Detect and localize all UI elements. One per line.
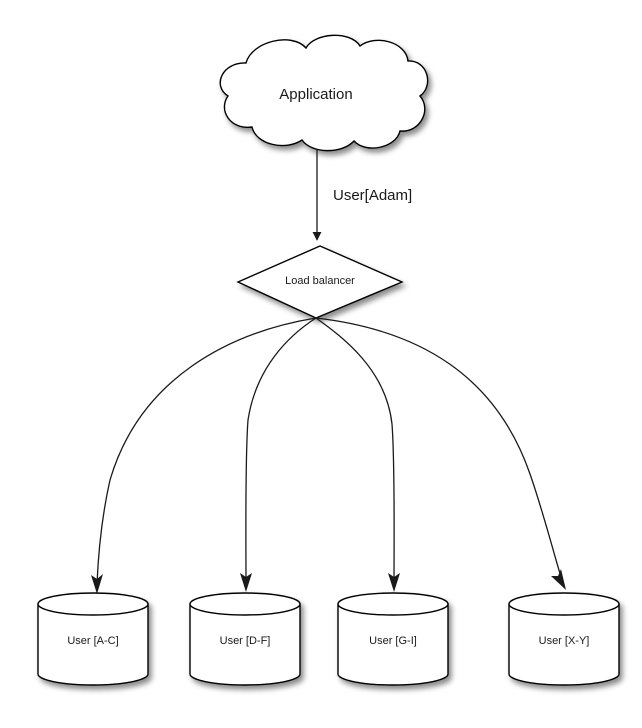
cylinder-top-3	[508, 592, 620, 616]
load-balancer-label: Load balancer	[285, 275, 355, 287]
node-application[interactable]: Application	[219, 34, 429, 152]
cylinder-body-3	[508, 603, 620, 686]
node-shard-0[interactable]: User [A-C]	[37, 592, 149, 686]
shard-label-1: User [D-F]	[220, 635, 271, 647]
cylinder-top-2	[337, 592, 449, 616]
cloud-shape	[219, 34, 429, 152]
edge-to-shard-0	[96, 317, 317, 585]
edge-to-shard-2-arrowhead	[388, 573, 400, 592]
edge-to-shard-0-arrowhead	[91, 574, 103, 594]
cylinder-body-0	[37, 603, 149, 686]
edge-to-shard-1-arrowhead	[240, 573, 252, 592]
edge-to-shard-3	[315, 317, 563, 581]
edge-application-to-load-balancer: User[Adam]	[312, 150, 412, 241]
edge-to-shard-3-arrowhead	[551, 569, 566, 590]
edge-to-shard-1	[245, 317, 317, 583]
node-load-balancer[interactable]: Load balancer	[236, 245, 404, 319]
edge-label-user-adam: User[Adam]	[333, 187, 412, 204]
edges-load-balancer-to-shards	[91, 317, 566, 594]
edge-to-shard-2	[315, 317, 395, 583]
node-shard-2[interactable]: User [G-I]	[337, 592, 449, 686]
cylinder-top-0	[37, 592, 149, 616]
node-shard-1[interactable]: User [D-F]	[189, 592, 301, 686]
cylinder-body-1	[189, 603, 301, 686]
node-shard-3[interactable]: User [X-Y]	[508, 592, 620, 686]
cylinder-body-2	[337, 603, 449, 686]
shard-label-2: User [G-I]	[369, 635, 417, 647]
cylinder-top-1	[189, 592, 301, 616]
shard-label-3: User [X-Y]	[539, 635, 590, 647]
shard-label-0: User [A-C]	[67, 635, 118, 647]
application-label: Application	[279, 86, 352, 103]
